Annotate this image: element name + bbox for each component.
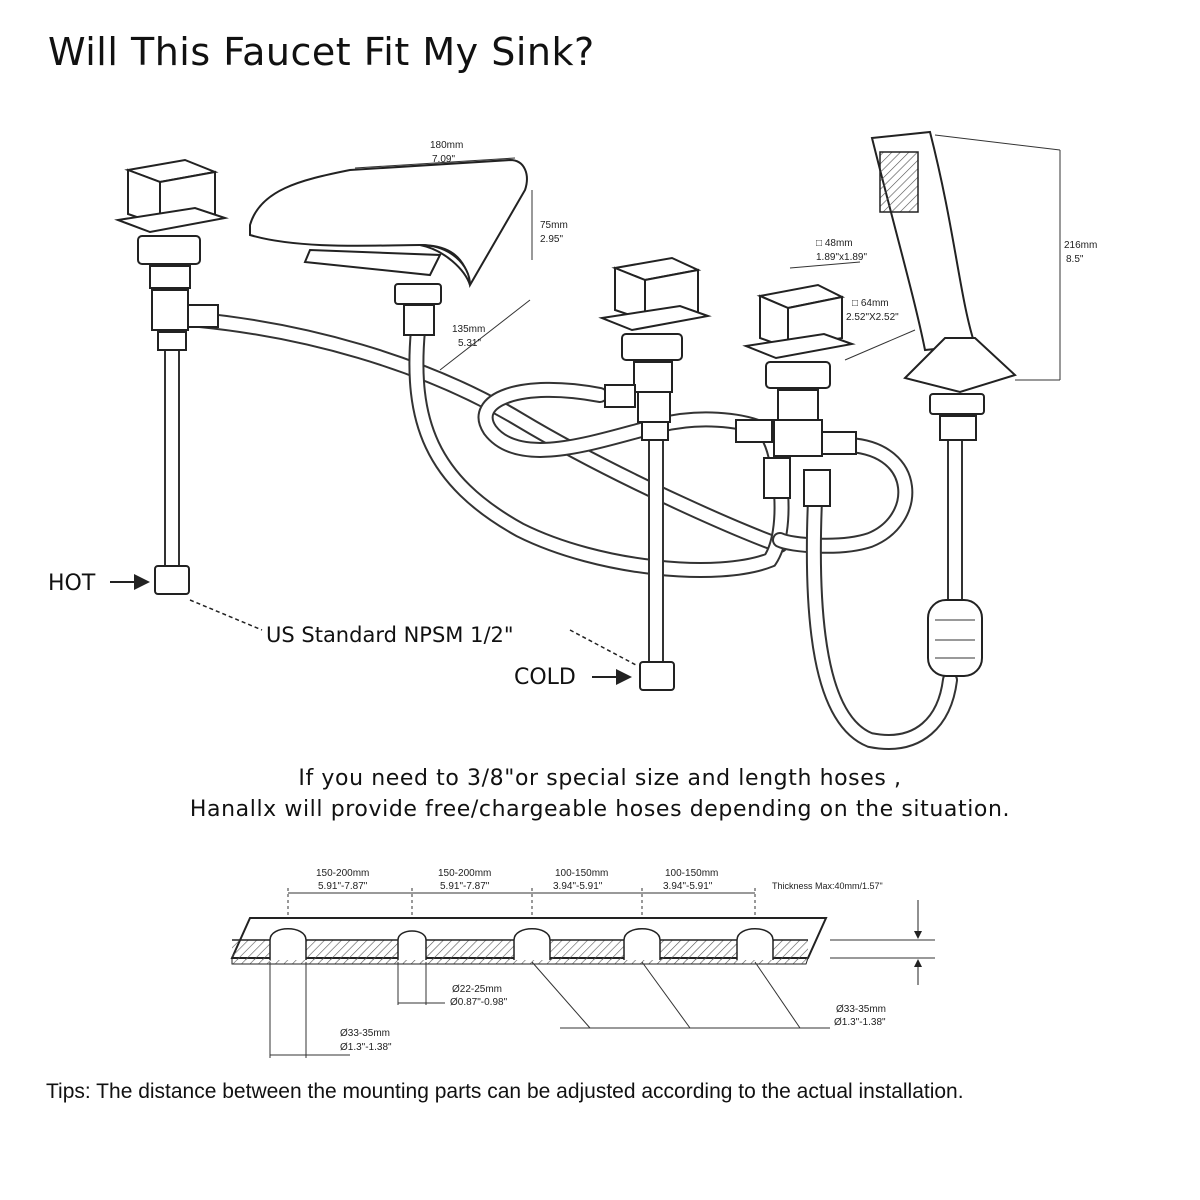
water-hoses (164, 312, 963, 750)
spout-height-mm: 75mm (540, 220, 568, 231)
spacing-3-in: 3.94"-5.91" (553, 881, 603, 892)
waterfall-spout (249, 158, 528, 336)
spacing-4-mm: 100-150mm (665, 868, 718, 879)
thickness-label: Thickness Max:40mm/1.57" (772, 881, 883, 891)
cold-connector (639, 661, 675, 691)
spout-height-in: 2.95" (540, 234, 563, 245)
handle-size-mm: □ 48mm (816, 238, 853, 249)
spacing-2-mm: 150-200mm (438, 868, 491, 879)
spacing-1-in: 5.91"-7.87" (318, 881, 368, 892)
hand-shower (870, 130, 1017, 677)
spacing-2-in: 5.91"-7.87" (440, 881, 490, 892)
handle-size-in: 1.89"x1.89" (816, 252, 867, 263)
shower-height-in: 8.5" (1066, 254, 1084, 265)
spacing-1-mm: 150-200mm (316, 868, 369, 879)
large-hole-left-mm: Ø33-35mm (340, 1028, 390, 1039)
hot-handle (114, 158, 229, 351)
spout-width-in: 7.09" (432, 154, 455, 165)
spacing-3-mm: 100-150mm (555, 868, 608, 879)
cold-label: COLD (514, 665, 576, 690)
spout-dimensions: 180mm 7.09" 75mm 2.95" 135mm 5.31" (354, 140, 568, 371)
shower-height-mm: 216mm (1064, 240, 1097, 251)
large-hole-right-in: Ø1.3"-1.38" (834, 1017, 886, 1028)
small-hole-in: Ø0.87"-0.98" (450, 997, 508, 1008)
base-size-mm: □ 64mm (852, 298, 889, 309)
spout-width-mm: 180mm (430, 140, 463, 151)
large-hole-left-in: Ø1.3"-1.38" (340, 1042, 392, 1053)
spout-reach-mm: 135mm (452, 324, 485, 335)
handle-dimensions: □ 48mm 1.89"x1.89" □ 64mm 2.52"X2.52" (789, 238, 916, 361)
tips-text: Tips: The distance between the mounting … (46, 1080, 964, 1103)
hot-label: HOT (48, 571, 96, 596)
cold-handle (598, 256, 712, 441)
large-hole-right-mm: Ø33-35mm (836, 1004, 886, 1015)
page-title: Will This Faucet Fit My Sink? (48, 30, 595, 74)
connector-label: US Standard NPSM 1/2" (266, 623, 514, 647)
diverter-handle (735, 283, 857, 507)
spout-reach-in: 5.31" (458, 338, 481, 349)
shower-dimensions: 216mm 8.5" (934, 134, 1097, 381)
hose-note-line-1: If you need to 3/8"or special size and l… (298, 766, 902, 791)
sink-diagram: 150-200mm 5.91"-7.87" 150-200mm 5.91"-7.… (230, 868, 935, 1058)
hot-connector (154, 565, 190, 595)
base-size-in: 2.52"X2.52" (846, 312, 899, 323)
small-hole-mm: Ø22-25mm (452, 984, 502, 995)
spacing-4-in: 3.94"-5.91" (663, 881, 713, 892)
hose-note-line-2: Hanallx will provide free/chargeable hos… (189, 797, 1011, 822)
